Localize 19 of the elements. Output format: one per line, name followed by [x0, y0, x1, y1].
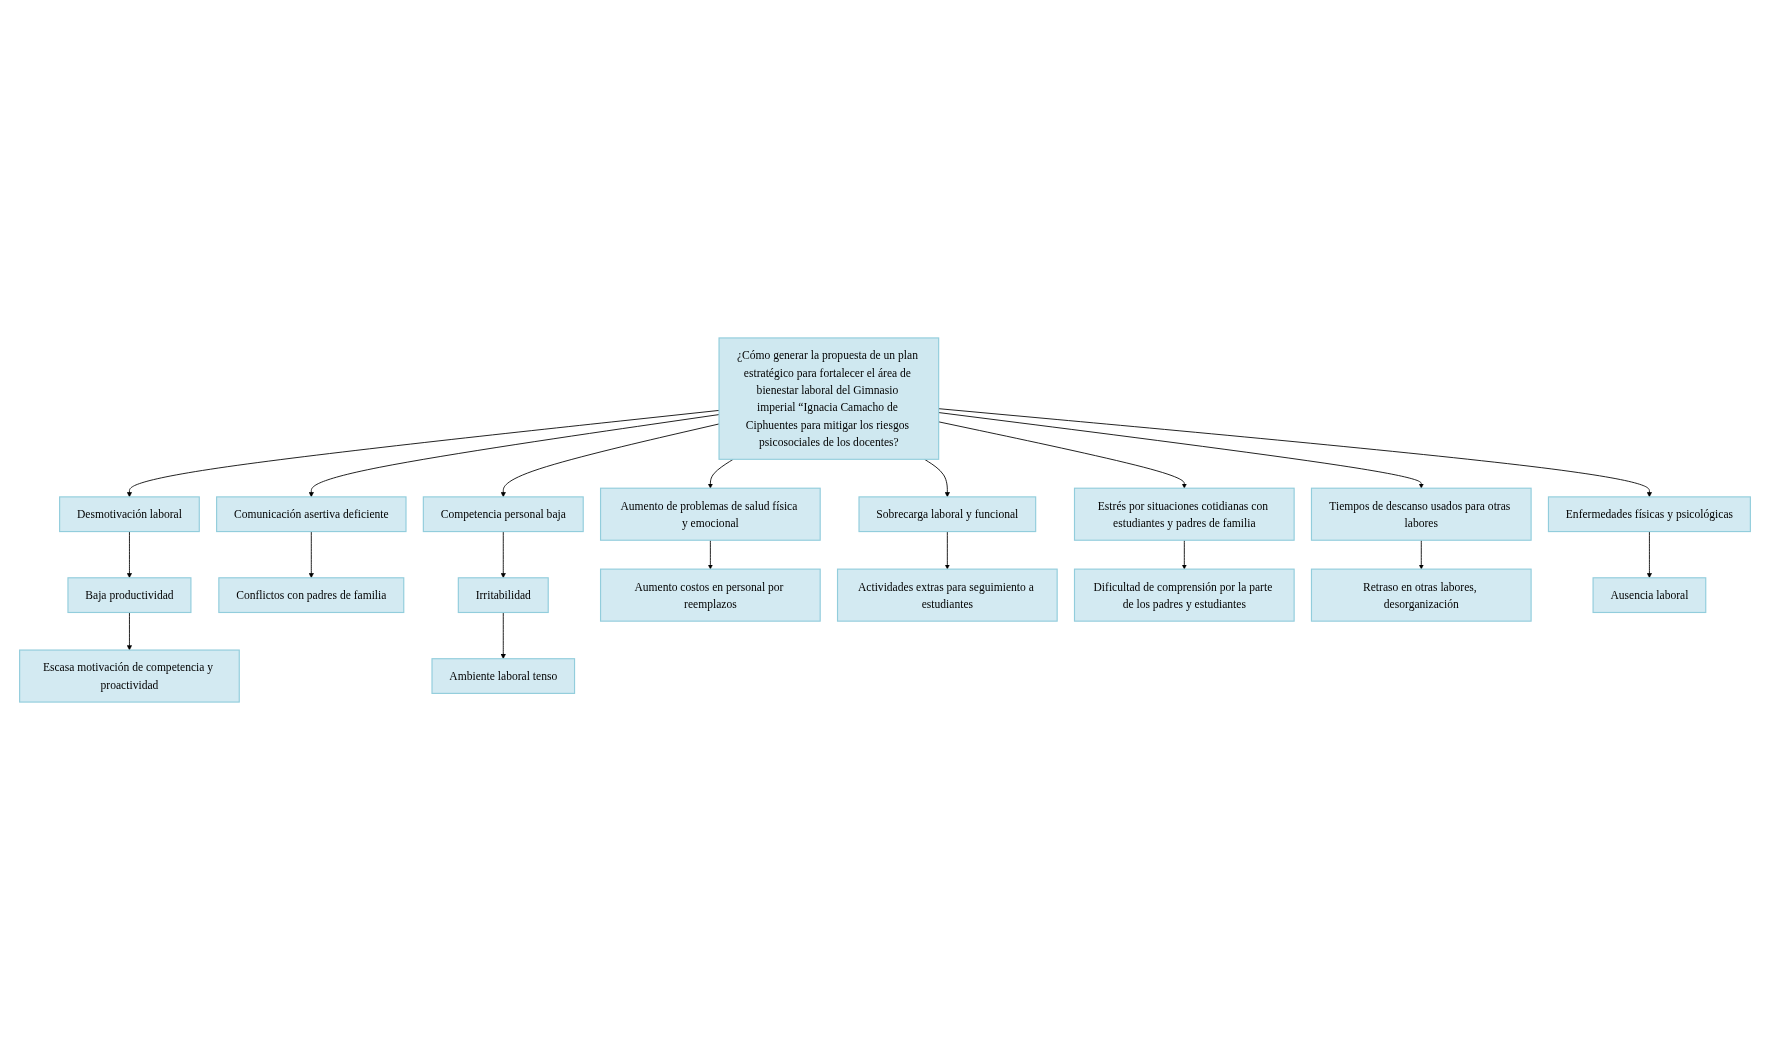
node-box: Ambiente laboral tenso — [431, 658, 576, 694]
node-box: Enfermedades físicas y psicológicas — [1547, 496, 1751, 533]
node-box: Ausencia laboral — [1592, 577, 1707, 614]
node-box: Tiempos de descanso usados para otras labores — [1310, 487, 1532, 541]
node-box: Desmotivación laboral — [59, 496, 200, 533]
node-box: Baja productividad — [67, 577, 192, 614]
node-box: Irritabilidad — [457, 577, 549, 614]
node-box: Conflictos con padres de familia — [218, 577, 405, 614]
node-box: Retraso en otras labores, desorganización — [1310, 568, 1532, 622]
node-box: Comunicación asertiva deficiente — [216, 496, 407, 533]
node-box: Estrés por situaciones cotidianas con estudiantes y padres de familia — [1073, 487, 1295, 541]
node-box: Sobrecarga laboral y funcional — [858, 496, 1037, 533]
node-box: Dificultad de comprensión por la parte de los padres y estudiantes — [1073, 568, 1295, 622]
node-box: Competencia personal baja — [422, 496, 584, 533]
node-box: Actividades extras para seguimiento a estudiantes — [836, 568, 1058, 622]
node-box: Aumento costos en personal por reemplazos — [599, 568, 821, 622]
node-box: ¿Cómo generar la propuesta de un plan estratégico para fortalecer el área de bienestar laboral del Gimnasio imperial “Ignacia Camacho de Ciphuentes para mitigar los riesgos psicosociales de los docentes? — [718, 337, 940, 460]
node-box: Escasa motivación de competencia y proactividad — [19, 649, 240, 703]
node-box: Aumento de problemas de salud física y emocional — [599, 487, 821, 541]
